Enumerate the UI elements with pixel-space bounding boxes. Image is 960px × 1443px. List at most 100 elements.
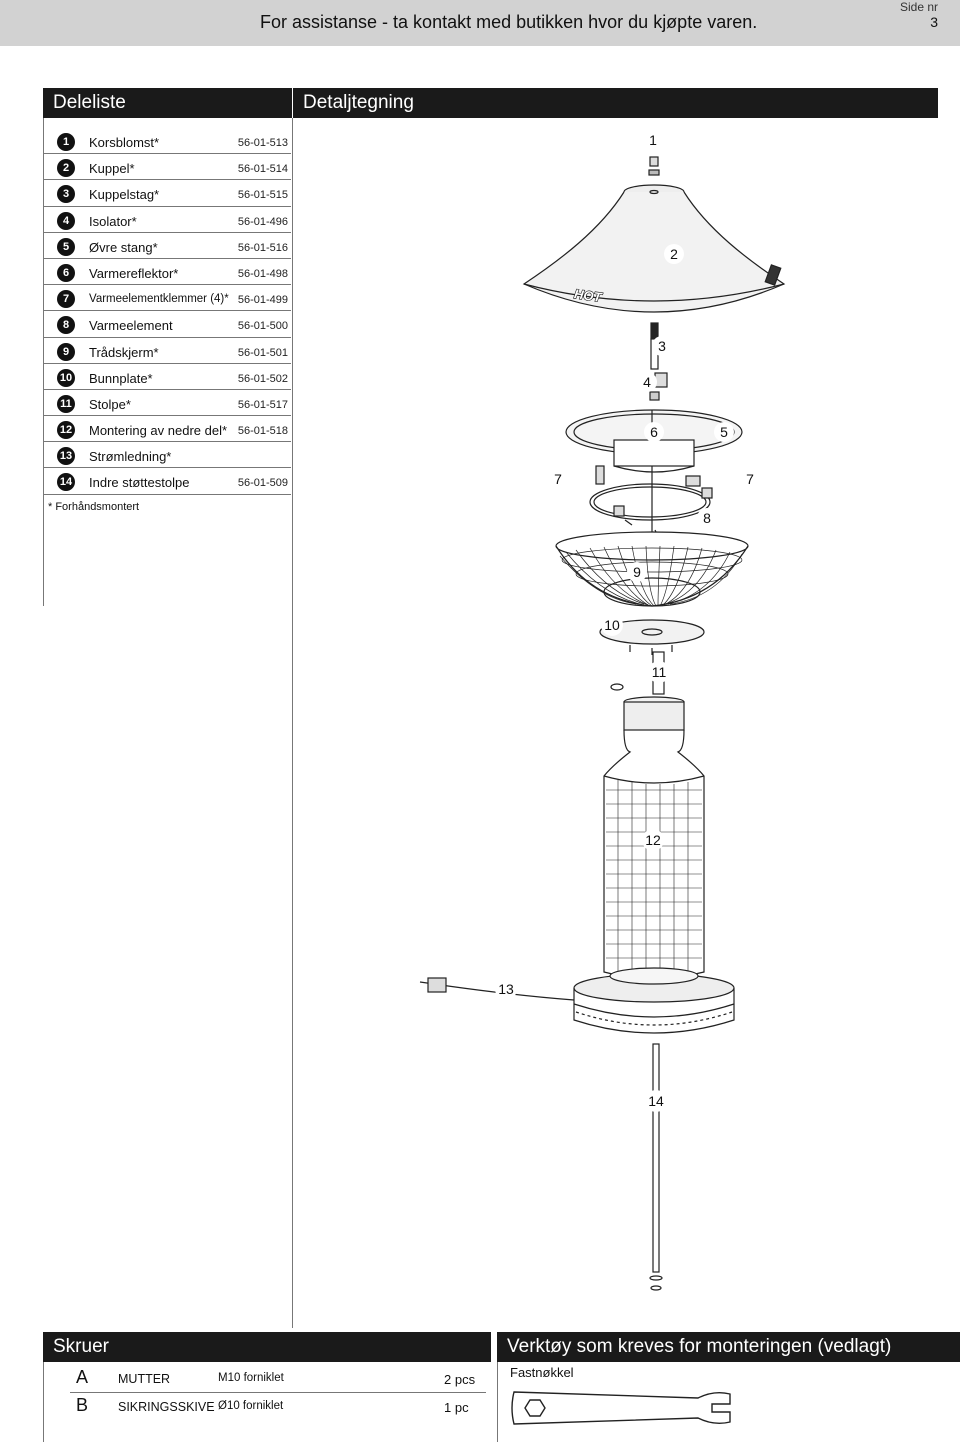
svg-text:7: 7 [554,471,562,487]
screws-table: A MUTTER M10 forniklet 2 pcs B SIKRINGSS… [43,1362,491,1442]
part-code: 56-01-499 [237,294,288,307]
callout-7-left: 7 [548,469,568,489]
part-name: Isolator* [89,213,137,229]
part-code: 56-01-515 [237,189,288,202]
part-code: 56-01-516 [237,241,288,254]
part-name: Varmeelement [89,318,173,334]
callout-9: 9 [627,562,647,582]
part-row: 2 Kuppel* 56-01-514 [43,154,291,181]
tool-name: Fastnøkkel [510,1365,574,1380]
screw-letter: B [76,1395,89,1415]
callout-14: 14 [645,1090,667,1112]
svg-text:6: 6 [650,424,658,440]
screw-quantity: 2 pcs [444,1372,476,1387]
part-row: 12 Montering av nedre del* 56-01-518 [43,416,291,443]
callout-10: 10 [601,614,623,636]
callout-4: 4 [637,372,657,392]
callout-8: 8 [697,508,717,528]
parts-list-title: Deleliste [43,88,292,118]
svg-text:1: 1 [649,132,657,148]
part-name: Korsblomst* [89,135,160,150]
screw-name: MUTTER [118,1372,171,1386]
parts-list-left-border [43,118,44,606]
part-code: 56-01-500 [237,320,288,333]
part-row: 9 Trådskjerm* 56-01-501 [43,338,291,364]
wrench-icon [511,1391,731,1425]
callout-12: 12 [642,829,664,851]
callout-11: 11 [648,661,670,683]
part-code: 56-01-498 [237,267,288,280]
part-number-badge: 7 [57,290,75,309]
svg-text:14: 14 [648,1093,664,1109]
part-name: Strømledning* [89,449,172,465]
callout-6: 6 [644,422,664,442]
dome-part [522,184,786,313]
part-code: 56-01-509 [237,477,288,490]
part-number-badge: 5 [57,237,75,256]
part-code: 56-01-496 [237,215,288,228]
svg-text:12: 12 [645,832,661,848]
screw-row: B SIKRINGSSKIVE Ø10 forniklet 1 pc [44,1395,484,1421]
part-number-badge: 10 [57,368,75,387]
part-row: 6 Varmereflektor* 56-01-498 [43,259,291,286]
finial-part [648,156,660,176]
svg-text:8: 8 [703,510,711,526]
screw-description: M10 forniklet [218,1372,284,1384]
svg-text:10: 10 [604,617,620,633]
screw-row: A MUTTER M10 forniklet 2 pcs [44,1367,484,1393]
part-number-badge: 9 [57,342,75,361]
wire-guard-part [555,531,749,607]
part-number-badge: 2 [57,159,75,178]
part-name: Trådskjerm* [89,344,159,360]
part-name: Stolpe* [89,396,131,412]
part-row: 14 Indre støttestolpe 56-01-509 [43,468,291,495]
part-number-badge: 11 [57,394,75,413]
page-label: Side nr [899,0,938,14]
screw-letter: A [76,1367,89,1387]
callout-3: 3 [652,336,672,356]
part-code: 56-01-514 [237,163,288,176]
svg-text:3: 3 [658,338,666,354]
callout-2: 2 [664,244,684,264]
screw-row-divider [70,1392,486,1393]
svg-text:5: 5 [720,424,728,440]
part-name: Kuppelstag* [89,187,160,203]
part-number-badge: 1 [57,133,75,151]
svg-text:9: 9 [633,564,641,580]
svg-text:2: 2 [670,246,678,262]
callout-5: 5 [714,422,734,442]
part-name: Bunnplate* [89,370,153,386]
lower-assembly-part [573,696,735,1034]
part-number-badge: 12 [57,421,75,440]
part-name: Varmereflektor* [89,265,179,281]
part-code: 56-01-518 [237,425,288,438]
base-plate-part [599,619,705,655]
callout-7-right: 7 [740,469,760,489]
part-code: 56-01-502 [237,372,288,385]
part-number-badge: 14 [57,473,75,492]
heating-element-part [589,465,713,537]
callout-13: 13 [495,978,517,1000]
column-divider [292,118,293,1328]
inner-support-pole-part [649,1043,663,1291]
part-name: Montering av nedre del* [89,423,228,439]
part-code: 56-01-513 [237,137,288,149]
exploded-heater-drawing: HOT [419,130,786,1291]
svg-text:7: 7 [746,471,754,487]
part-number-badge: 6 [57,263,75,282]
detail-drawing-title: Detaljtegning [293,88,938,118]
assistance-text: For assistanse - ta kontakt med butikken… [260,12,758,32]
part-name: Kuppel* [89,161,135,177]
part-name: Indre støttestolpe [89,475,190,491]
svg-text:13: 13 [498,981,514,997]
part-code: 56-01-501 [237,346,288,359]
part-row: 13 Strømledning* [43,442,291,469]
part-number-badge: 13 [57,447,75,466]
part-row: 10 Bunnplate* 56-01-502 [43,364,291,390]
tools-title: Verktøy som kreves for monteringen (vedl… [497,1332,960,1362]
